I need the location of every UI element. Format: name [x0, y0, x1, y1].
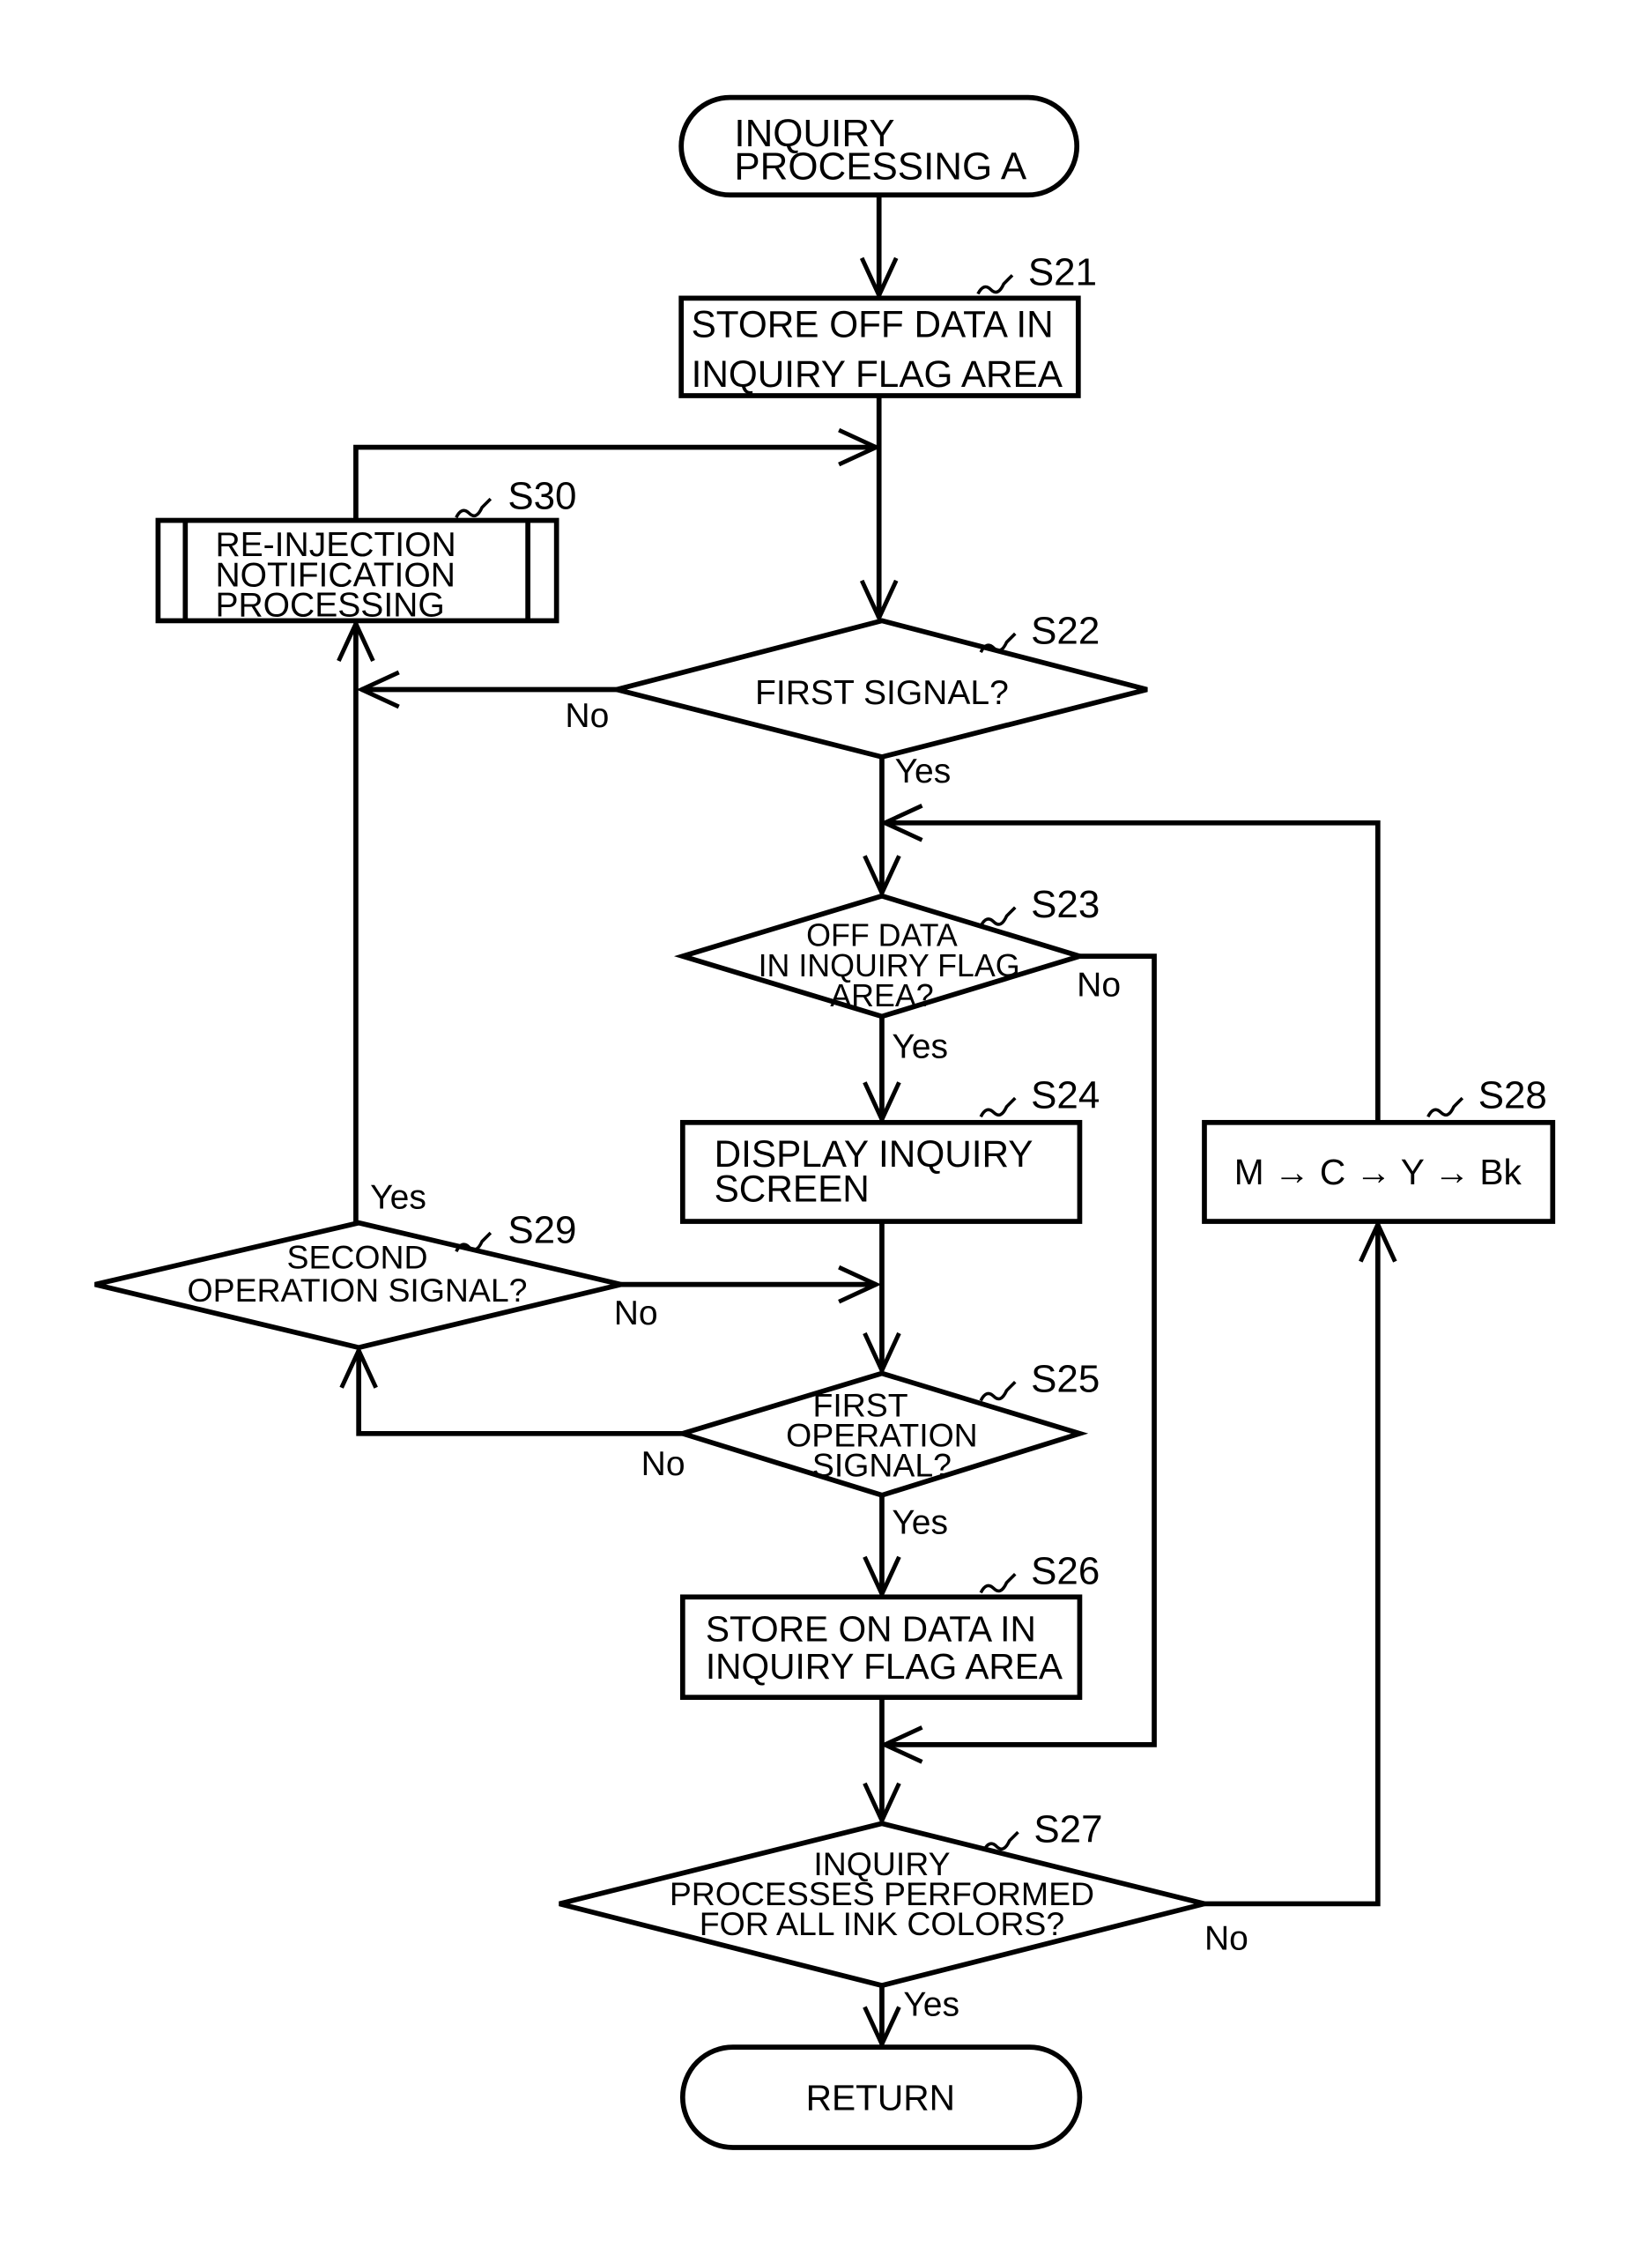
end-label: RETURN [806, 2078, 955, 2118]
s29-no-label: No [614, 1294, 658, 1332]
s21-leader-tilde [978, 275, 1012, 293]
s26-text-line-1: STORE ON DATA IN [706, 1609, 1036, 1650]
s25-yes-label: Yes [892, 1504, 948, 1542]
s27-step-label: S27 [1033, 1807, 1102, 1851]
s27-yes-label: Yes [903, 1985, 959, 2023]
s26-text-line-2: INQUIRY FLAG AREA [706, 1646, 1063, 1687]
s23-no-label: No [1077, 967, 1121, 1005]
s25-text-line-3: SIGNAL? [812, 1447, 952, 1484]
s29-yes-label: Yes [370, 1178, 426, 1216]
connector-s25-no-to-s29 [359, 1350, 683, 1433]
s27-text-line-3: FOR ALL INK COLORS? [700, 1905, 1064, 1942]
s27-no-label: No [1204, 1919, 1248, 1957]
s29-text-line-2: OPERATION SIGNAL? [188, 1272, 528, 1309]
s26-leader-tilde [981, 1574, 1015, 1592]
s23-text-line-3: AREA? [830, 978, 933, 1013]
s22-no-label: No [565, 697, 609, 735]
s22-step-label: S22 [1031, 609, 1100, 652]
s25-leader-tilde [981, 1382, 1015, 1400]
s29-text-line-1: SECOND [287, 1239, 428, 1276]
s23-step-label: S23 [1031, 883, 1100, 926]
s24-leader-tilde [981, 1098, 1015, 1116]
start-label-line-2: PROCESSING A [734, 145, 1027, 188]
s24-text-line-2: SCREEN [715, 1168, 870, 1209]
s25-no-label: No [641, 1445, 685, 1483]
s25-step-label: S25 [1031, 1358, 1100, 1401]
s28-leader-tilde [1428, 1098, 1463, 1116]
s23-leader-tilde [981, 908, 1015, 926]
s24-step-label: S24 [1031, 1074, 1100, 1117]
s28-step-label: S28 [1478, 1074, 1547, 1117]
s21-text-line-1: STORE OFF DATA IN [692, 303, 1054, 345]
s21-text-line-2: INQUIRY FLAG AREA [692, 353, 1063, 395]
s28-text: M → C → Y → Bk [1234, 1152, 1522, 1192]
s26-step-label: S26 [1031, 1550, 1100, 1593]
s30-step-label: S30 [507, 475, 576, 518]
s29-step-label: S29 [507, 1208, 576, 1251]
s30-text-line-3: PROCESSING [215, 587, 444, 625]
s30-leader-tilde [456, 499, 491, 517]
connector-s30-loop-to-main [356, 448, 877, 521]
connector-s27-no-to-s28 [1204, 1224, 1378, 1903]
s22-yes-label: Yes [895, 753, 952, 790]
s22-text: FIRST SIGNAL? [755, 674, 1009, 712]
s21-step-label: S21 [1028, 251, 1097, 294]
s23-yes-label: Yes [892, 1028, 948, 1066]
